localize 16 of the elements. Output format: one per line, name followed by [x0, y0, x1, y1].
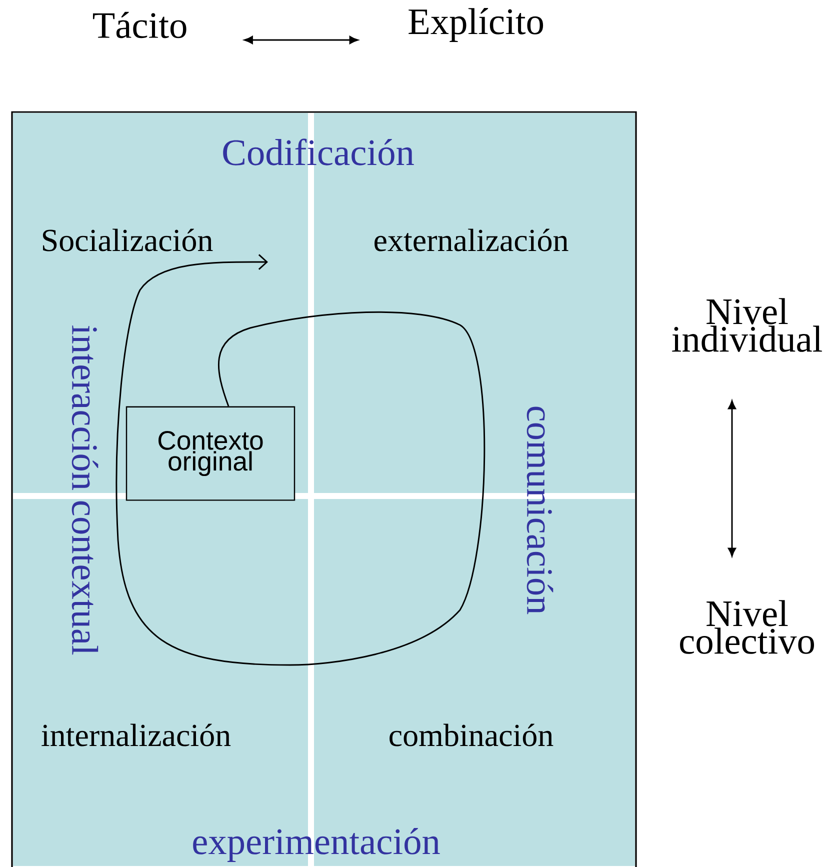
axis-label: interacción contextual	[72, 325, 98, 655]
spiral-arrow	[116, 254, 486, 666]
axis-label: comunicación	[526, 406, 554, 614]
quadrant-label: internalización	[42, 724, 231, 746]
level-label: Tácito	[93, 12, 186, 38]
quadrant-label: combinación	[390, 724, 554, 746]
axis-label: experimentación	[193, 828, 440, 862]
quadrant-label: externalización	[374, 228, 568, 252]
level-label: Nivel colectivo	[680, 600, 814, 654]
axis-label: Codificación	[223, 138, 414, 166]
context-box: Contexto original	[126, 406, 296, 501]
double-arrow	[244, 36, 358, 44]
level-label: Nivel individual	[672, 298, 822, 352]
double-arrow	[728, 400, 736, 557]
level-label: Explícito	[408, 8, 544, 42]
quadrant-label: Socialización	[42, 228, 213, 252]
